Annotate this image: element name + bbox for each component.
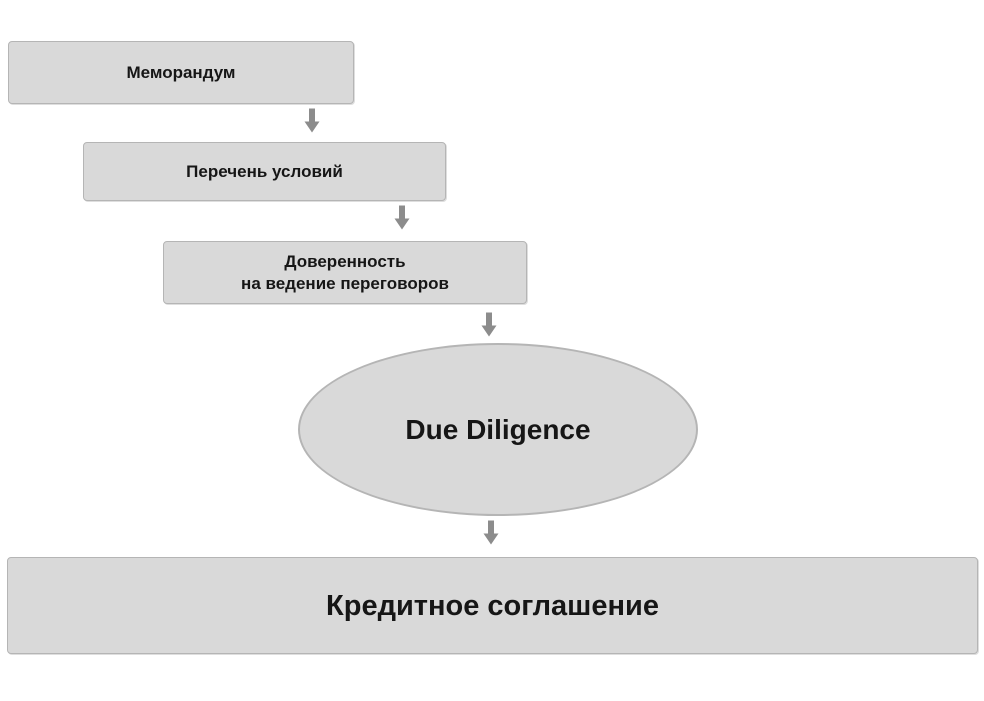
flow-node-memorandum-label: Меморандум xyxy=(126,62,236,82)
down-arrow-icon xyxy=(481,312,497,337)
down-arrow-icon xyxy=(483,520,499,545)
flow-node-due-diligence-label: Due Diligence xyxy=(405,413,591,445)
flow-node-credit-agreement-label: Кредитное соглашение xyxy=(326,589,659,622)
down-arrow-icon xyxy=(304,108,320,133)
flow-node-power-of-attorney: Доверенность на ведение переговоров xyxy=(163,241,527,304)
flow-node-memorandum: Меморандум xyxy=(8,41,354,104)
flow-node-power-of-attorney-label: Доверенность на ведение переговоров xyxy=(241,251,449,293)
flow-node-term-sheet: Перечень условий xyxy=(83,142,446,201)
flow-node-due-diligence: Due Diligence xyxy=(298,343,698,516)
flow-node-credit-agreement: Кредитное соглашение xyxy=(7,557,978,654)
down-arrow-icon xyxy=(394,205,410,230)
flow-node-term-sheet-label: Перечень условий xyxy=(186,161,343,181)
